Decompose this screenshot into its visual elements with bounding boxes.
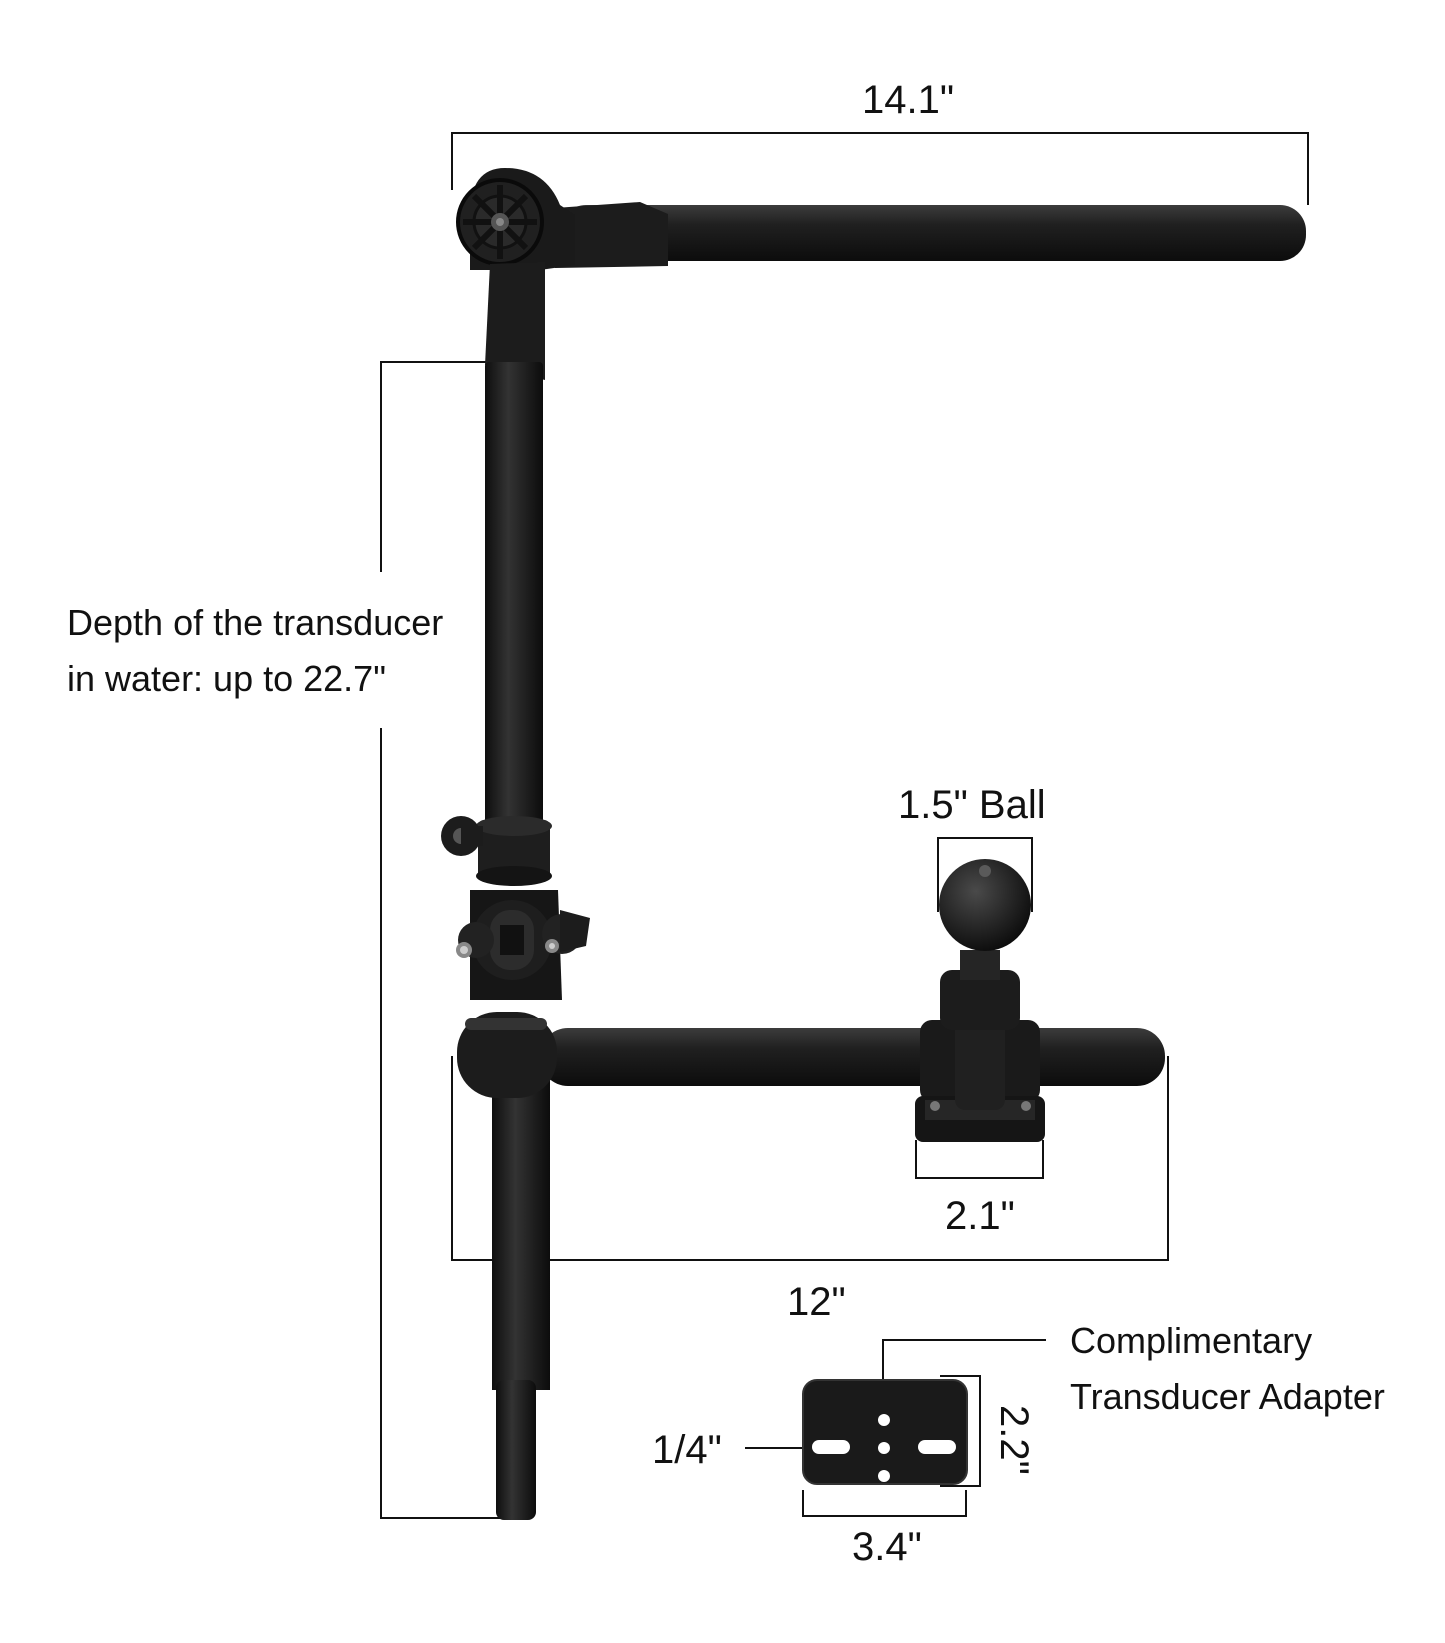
depth-label-line1: Depth of the transducer [67,602,444,643]
adapter-title-line1: Complimentary [1070,1320,1313,1361]
pole-clamp [441,816,590,1000]
ball-mount [915,859,1045,1142]
base-width-label: 2.1" [945,1194,1015,1238]
top-arm-dimension-line [451,132,1309,205]
top-arm [555,202,1306,268]
ball-size-label: 1.5" Ball [898,783,1046,827]
lower-arm-length-label: 12" [787,1280,846,1324]
vertical-pole [485,362,550,1520]
base-dimension-line [915,1140,1044,1179]
adapter-width-label: 3.4" [852,1525,922,1569]
lower-arm-dimension-line [451,1056,1169,1261]
adapter-height-label: 2.2" [992,1405,1036,1475]
ball-dimension-line [937,837,1033,912]
top-arm-length-label: 14.1" [862,78,955,122]
transducer-adapter-plate [802,1379,968,1485]
adapter-slot-label: 1/4" [652,1428,722,1472]
top-swivel-joint [456,168,575,380]
depth-dimension-line [380,361,505,1519]
depth-label-line2: in water: up to 22.7" [67,658,386,699]
lower-arm [457,1012,1165,1098]
adapter-title-line2: Transducer Adapter [1070,1376,1385,1417]
